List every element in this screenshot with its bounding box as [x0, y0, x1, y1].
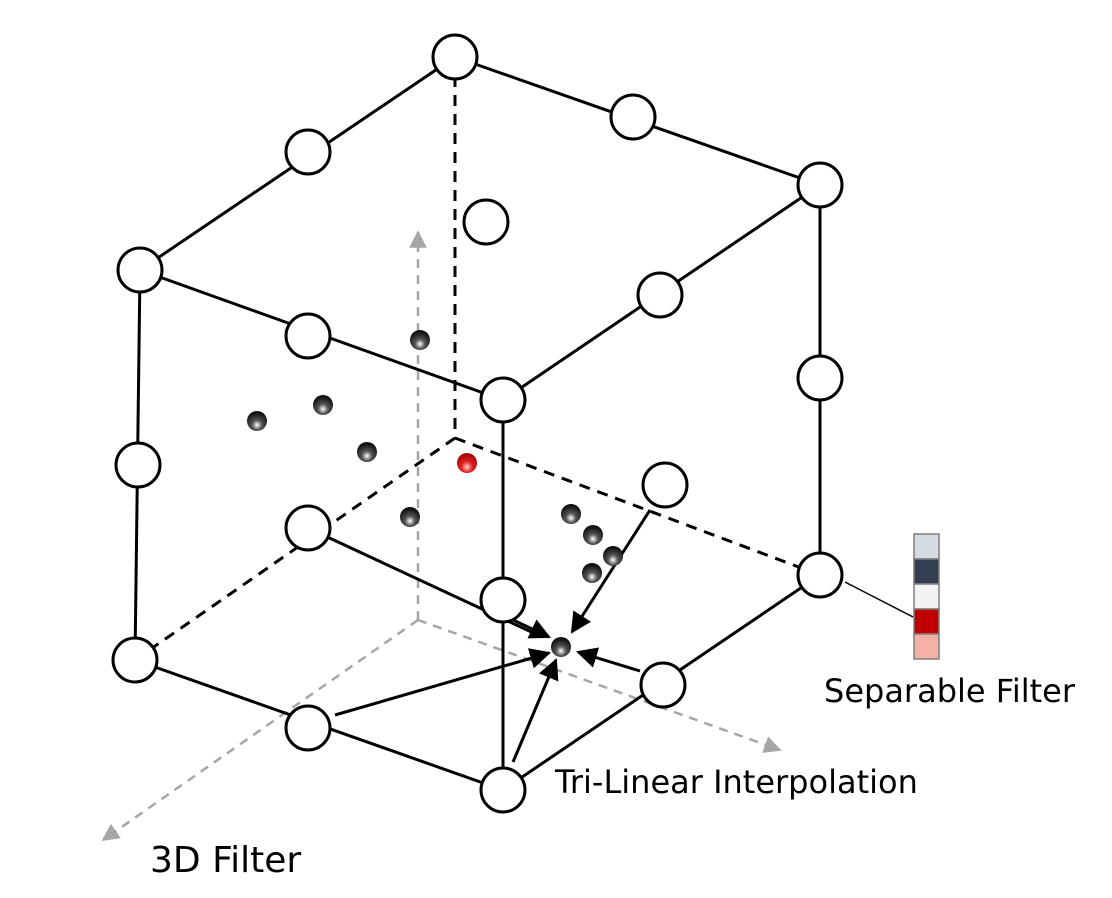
3d-filter-label: 3D Filter: [150, 840, 302, 881]
arrow: [570, 509, 652, 634]
axis-left: [101, 618, 419, 842]
lattice-node: [479, 576, 527, 624]
lattice-node: [479, 376, 527, 424]
separable-filter-label: Separable Filter: [824, 672, 1075, 710]
sample-point: [603, 546, 623, 566]
interpolated-point: [551, 637, 571, 657]
arrow: [334, 648, 552, 717]
filter-cell: [913, 533, 940, 560]
filter-cell: [913, 558, 940, 585]
lattice-node: [479, 766, 527, 814]
coordinate-axes: [101, 230, 782, 842]
sample-point: [247, 411, 267, 431]
arrow: [575, 647, 641, 673]
hidden-edges: [134, 57, 821, 662]
sample-point: [357, 442, 377, 462]
visible-edges: [133, 55, 822, 792]
sample-point: [561, 504, 581, 524]
arrow: [511, 658, 559, 763]
hidden-edge-right: [454, 436, 821, 577]
lattice-node: [114, 441, 162, 489]
lattice-node: [111, 636, 159, 684]
trilinear-interpolation-label: Tri-Linear Interpolation: [555, 763, 918, 801]
hidden-edge-left: [134, 436, 456, 662]
lattice-node: [796, 161, 844, 209]
separable-filter-column: [913, 533, 940, 660]
sample-point: [410, 330, 430, 350]
lattice-node: [431, 33, 479, 81]
lattice-node: [609, 93, 657, 141]
lattice-node: [284, 704, 332, 752]
lattice-nodes: [111, 33, 844, 814]
sample-point: [582, 563, 602, 583]
lattice-node: [284, 504, 332, 552]
lattice-node: [284, 312, 332, 360]
filter-cell: [913, 633, 940, 660]
sample-point: [400, 507, 420, 527]
highlight-point: [457, 453, 477, 473]
lattice-node: [796, 354, 844, 402]
lattice-node: [636, 271, 684, 319]
lattice-node: [639, 661, 687, 709]
filter-cell: [913, 608, 940, 635]
filter-cell: [913, 583, 940, 610]
lattice-node: [796, 551, 844, 599]
axis-right: [417, 618, 782, 753]
lattice-node: [462, 198, 510, 246]
lattice-node: [116, 246, 164, 294]
interpolation-arrows: [334, 509, 652, 763]
lattice-node: [641, 461, 689, 509]
sample-points: [247, 330, 623, 657]
sample-point: [313, 395, 333, 415]
sample-point: [583, 525, 603, 545]
lattice-node: [284, 128, 332, 176]
separable-filter-leader: [844, 581, 914, 618]
